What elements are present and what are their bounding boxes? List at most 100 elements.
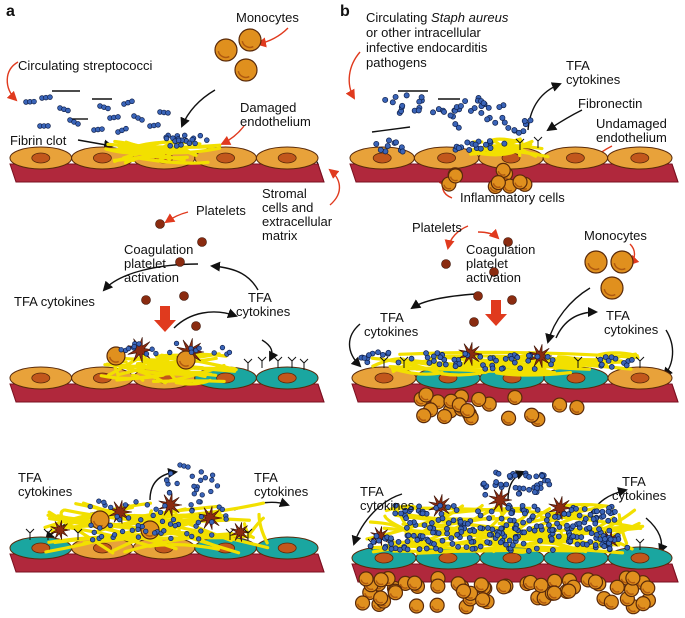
arrows-layer [6,27,674,554]
platelet [441,259,451,269]
monocyte-nucleus [473,399,482,405]
monocyte-nucleus [389,593,398,599]
bacterium [150,512,156,519]
bacterium [450,517,457,524]
label-tfa-top-b-1: TFA [566,58,590,73]
monocyte-nucleus [489,186,498,192]
bacterium [377,147,384,153]
receptor [379,356,389,368]
bacterium [493,479,499,485]
bacterium [445,520,452,526]
monocyte-nucleus [642,588,651,594]
bacterium [444,530,450,537]
matrix-edge [671,163,679,183]
bacterium [133,499,139,505]
bacterium [167,470,174,477]
fibrin-strand [384,504,418,513]
bacterium [198,528,204,534]
bacterium [430,109,436,116]
bacterium [426,360,433,366]
label-stromal-3: extracellular [262,214,333,229]
bacterium [606,527,613,534]
platelet [473,291,483,301]
receptor [299,358,309,370]
monocyte-nucleus [627,578,636,584]
bacterium [501,119,508,126]
arrow-bacteria-up-b3 [507,470,526,501]
bacterium [512,472,518,479]
bacterium [167,142,173,149]
bacterium [539,472,545,479]
bacterium [392,510,399,517]
bacterium [425,538,432,545]
bacterium [519,502,526,509]
monocyte-nucleus [464,599,473,605]
fibrin-strand [172,516,233,543]
bacterium [477,145,484,152]
bacterium [367,543,374,549]
monocyte-nucleus [399,583,408,589]
bacterium [497,539,504,546]
label-tfa3-right-b-1: TFA [622,474,646,489]
bacterium [209,519,215,525]
bacterium [198,469,204,475]
label-undamaged-1: Undamaged [596,116,667,131]
monocyte-nucleus [241,40,254,49]
fibrin-strand [388,364,547,375]
bacterium [373,140,380,147]
bacterium [184,531,190,537]
bacterium [506,537,513,544]
bacterium [599,361,605,368]
bacterium [457,518,464,525]
bacterium [485,525,491,531]
label-coag-a-1: Coagulation [124,242,193,257]
receptor [25,528,35,540]
bacterium [427,525,433,531]
bacterium [526,486,532,493]
bacterium [189,473,195,479]
monocyte-nucleus [460,607,469,613]
bacterium [599,508,606,515]
platelet [175,257,185,267]
cell-nucleus [566,372,586,384]
bacterium [484,539,490,545]
bacterium [392,502,399,509]
bacterium [531,503,538,510]
bacterium [561,510,567,517]
arrow-monocytes-a [256,27,289,48]
receptor [287,356,297,368]
bacterium [517,365,523,372]
bacterium [122,502,129,508]
bacterium [407,520,413,526]
monocyte-nucleus [605,602,614,608]
label-tfa3-left-a-1: TFA [18,470,42,485]
bacterium [502,356,509,362]
arrow-tfa-up-a2 [210,261,259,291]
bacterium [214,483,221,489]
bacterium [453,507,460,513]
receptor [257,356,267,368]
monocyte-nucleus [461,411,470,417]
monocyte-nucleus [438,416,447,422]
receptor [243,528,253,540]
bacterium [416,546,423,552]
platelet [197,237,207,247]
bacterium [436,361,443,368]
bacterium [388,535,394,542]
monocyte-nucleus [553,405,563,411]
red-block-arrow-a [154,306,176,332]
bacterium [526,352,532,359]
monocyte-nucleus [625,589,634,595]
bacterium [430,353,437,360]
monocyte-nucleus [589,582,598,588]
bacterium [388,540,395,547]
bacterium [123,125,129,132]
bacterium [538,523,544,530]
bacterium [153,506,159,512]
bacterium [107,522,113,529]
bacterium [125,345,132,352]
receptor [573,356,583,368]
bacterium [498,525,505,532]
bacterium [543,517,550,523]
label-tfa3-right-a-2: cytokines [254,484,309,499]
